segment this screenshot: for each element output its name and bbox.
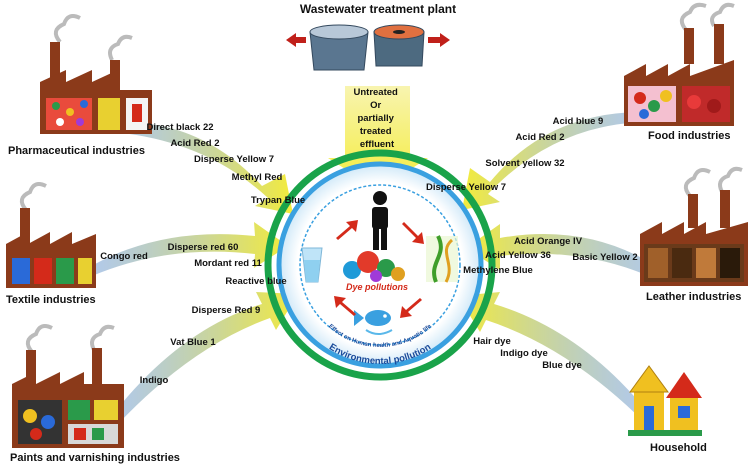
dye-label: Vat Blue 1: [170, 337, 216, 348]
dye-label: Indigo: [140, 375, 169, 386]
dye-label: Basic Yellow 2: [572, 252, 637, 263]
dye-label: Disperse Red 9: [192, 305, 261, 316]
red-arrow-icon: [334, 296, 356, 316]
dye-label: Direct black 22: [146, 122, 213, 133]
arrow-paints: [110, 292, 298, 424]
effluent-label: Untreated Or partially treated effluent: [354, 87, 401, 150]
textile-label: Textile industries: [6, 294, 96, 306]
dye-label: Acid Red 2: [170, 138, 219, 149]
arrow-textile: [88, 222, 288, 276]
fish-icon: [354, 310, 393, 335]
dye-label: Mordant red 11: [194, 258, 262, 269]
left-outflow-arrow: [286, 33, 306, 47]
textile-dyes: Congo red Disperse red 60 Mordant red 11…: [100, 242, 286, 287]
water-glass-icon: [301, 247, 323, 283]
dye-label: Acid Yellow 36: [485, 250, 551, 261]
leather-factory-icon: [640, 166, 748, 286]
dye-pollutions-label: Dye pollutions: [346, 282, 408, 292]
paints-dyes: Disperse Red 9 Vat Blue 1 Indigo: [140, 305, 261, 386]
wastewater-plant: Wastewater treatment plant: [286, 2, 456, 71]
food-factory-icon: [624, 2, 735, 126]
arrow-household: [458, 292, 646, 418]
dye-label: Methylene Blue: [463, 265, 533, 276]
dye-label: Hair dye: [473, 336, 511, 347]
dye-label: Disperse Yellow 7: [194, 154, 274, 165]
food-label: Food industries: [648, 130, 731, 142]
leather-label: Leather industries: [646, 291, 741, 303]
arrow-leather: [466, 224, 662, 280]
paints-factory-icon: [12, 324, 124, 448]
human-icon: [372, 191, 388, 250]
pharmaceutical-dyes: Direct black 22 Acid Red 2 Disperse Yell…: [146, 122, 305, 206]
household-dyes: Hair dye Indigo dye Blue dye: [473, 336, 582, 371]
dye-label: Indigo dye: [500, 348, 548, 359]
leather-dyes: Acid Orange IV Acid Yellow 36 Basic Yell…: [463, 236, 638, 276]
dye-label: Acid blue 9: [553, 116, 604, 127]
cycle-arrows: [334, 220, 424, 318]
inner-thin-ring: [299, 184, 461, 346]
red-arrow-icon: [336, 220, 358, 240]
plant-title: Wastewater treatment plant: [300, 2, 456, 16]
dye-label: Congo red: [100, 251, 148, 262]
dye-label: Solvent yellow 32: [485, 158, 564, 169]
outer-green-ring: [264, 149, 496, 381]
right-outflow-arrow: [428, 33, 450, 47]
red-arrow-icon: [400, 298, 422, 318]
dye-label: Acid Orange IV: [514, 236, 583, 247]
household-house-icon: [628, 365, 702, 436]
dye-label: Methyl Red: [232, 172, 283, 183]
clarifier-tank-icon: [373, 24, 425, 67]
pharmaceutical-factory-icon: [40, 14, 152, 134]
textile-factory-icon: [6, 182, 96, 288]
central-hub: Dye pollutions Effect on Human health an…: [264, 149, 496, 381]
dye-splash-icon: [343, 251, 405, 282]
dye-label: Acid Red 2: [515, 132, 564, 143]
paints-label: Paints and varnishing industries: [10, 452, 180, 464]
food-dyes: Acid blue 9 Acid Red 2 Solvent yellow 32…: [426, 116, 603, 193]
pharmaceutical-label: Pharmaceutical industries: [8, 145, 145, 157]
household-label: Household: [650, 442, 707, 454]
seaweed-icon: [426, 235, 458, 283]
dye-label: Disperse red 60: [168, 242, 239, 253]
dye-label: Blue dye: [542, 360, 582, 371]
treatment-tank-icon: [309, 24, 369, 71]
dye-label: Disperse Yellow 7: [426, 182, 506, 193]
red-arrow-icon: [402, 222, 424, 244]
dye-label: Trypan Blue: [251, 195, 305, 206]
dye-label: Reactive blue: [225, 276, 286, 287]
arrow-effluent: [328, 86, 428, 190]
